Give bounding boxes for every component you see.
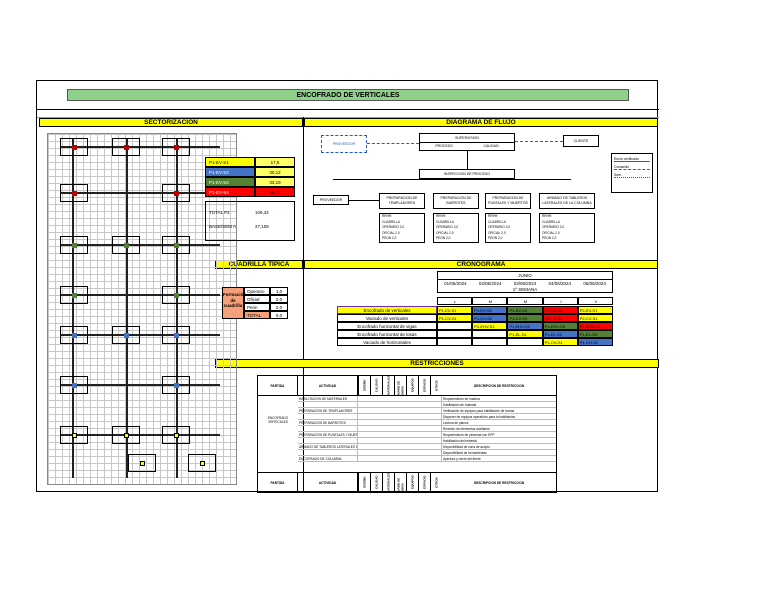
schedule-days: L M M J V [437, 297, 613, 305]
table-row: ARMADO DE TABLEROS LATERALES DE LA COLUM… [298, 444, 556, 450]
sector-row: P1-EV-S1 17,5 [205, 157, 295, 167]
crew-row: Peón 2,0 [244, 303, 288, 311]
column [60, 138, 88, 156]
column [162, 376, 190, 394]
flow-legend: Envío verificado Comando Sent [611, 153, 653, 193]
section-sectorizacion: SECTORIZACIÓN [39, 118, 303, 127]
flow-inspeccion: INSPECCION DE PROCESO [419, 169, 515, 179]
schedule-header: JUNIO 01/06/2024 02/06/2024 03/06/2024 0… [437, 271, 613, 293]
flow-crew-box: RRHH: CUADRILLA OPERARIO 2,0 OFICIAL 2,0… [539, 213, 595, 243]
table-row: Revisión de elementos auxiliares [298, 426, 556, 432]
table-row: Habilitación de material [298, 402, 556, 408]
flow-cliente: CLIENTE [563, 135, 599, 147]
column [60, 376, 88, 394]
column [112, 138, 140, 156]
section-restricciones: RESTRICCIONES [215, 359, 659, 368]
column [162, 326, 190, 344]
schedule-row: Vaciado de verticales P1-CV-S1 P1-CV-S2 … [337, 314, 613, 322]
crew-row: TOTAL 5,0 [244, 311, 288, 319]
flow-supervision: SUPERVISION PROCESO CALIDAD [419, 133, 515, 151]
column [188, 454, 216, 472]
column [60, 286, 88, 304]
column [112, 326, 140, 344]
sector-table: P1-EV-S1 17,5 P1-EV-S2 30,12 P1-EV-S3 33… [205, 157, 295, 197]
schedule-row: Encofrado horizontal de vigas P1-EHV-S1 … [337, 322, 613, 330]
schedule-row: Vaciado de horizontales P1-CH-S1 P1-CH-S… [337, 338, 613, 346]
spreadsheet-sheet: ENCOFRADO DE VERTICALES SECTORIZACIÓN DI… [36, 80, 659, 493]
flow-proveedor: PROVEEDOR [313, 195, 349, 205]
restrictions-footer-header: PARTIDA ACTIVIDAD DISEÑO CALIDAD MATERIA… [258, 472, 556, 492]
divider [37, 109, 659, 110]
section-cronograma: CRONOGRAMA [304, 260, 658, 269]
column [60, 326, 88, 344]
restrictions-header: PARTIDA ACTIVIDAD DISEÑO CALIDAD MATERIA… [258, 376, 556, 396]
table-row: Habilitación del material [298, 438, 556, 444]
flow-arrow [367, 143, 419, 144]
column [60, 184, 88, 202]
totals-box: TOTAL P2 109,42 BASE/SEM A 27,108 [205, 201, 295, 241]
restrictions-partida: ENCOFRADO VERTICALES [267, 416, 289, 424]
flow-crew-box: RRHH: CUADRILLA OPERARIO 2,0 OFICIAL 2,0… [433, 213, 479, 243]
crew-side-label: Formación de cuadrilla [222, 287, 246, 319]
column [162, 184, 190, 202]
column [112, 236, 140, 254]
total-row: TOTAL P2 109,42 [209, 210, 269, 215]
crew-row: Oficial 2,0 [244, 295, 288, 303]
divider [303, 117, 304, 493]
schedule-row: Encofrado de verticales P1-EV-S1 P1-EV-S… [337, 306, 613, 314]
sector-row: P1-EV-S2 30,12 [205, 167, 295, 177]
flow-prep-puntales: PREPARACION DE PUNTALES Y MUERTOS [485, 193, 531, 209]
table-row: Disponibilidad de herramientas [298, 450, 556, 456]
section-diagrama: DIAGRAMA DE FLUJO [304, 118, 658, 127]
page-title: ENCOFRADO DE VERTICALES [67, 89, 629, 101]
flow-armado-tableros: ARMADO DE TABLEROS LATERALES DE LA COLUM… [539, 193, 595, 209]
flow-crew-box: RRHH: CUADRILLA OPERARIO 2,0 OFICIAL 2,0… [379, 213, 425, 243]
column [60, 236, 88, 254]
column [162, 286, 190, 304]
flow-prep-templadores: PREPARACION DE TEMPLADORES [379, 193, 425, 209]
table-row: Disponer de equipos operativos para la h… [298, 414, 556, 420]
flow-prep-barrotes: PREPARACION DE BARROTES [433, 193, 479, 209]
crew-row: Operario 1,0 [244, 287, 288, 295]
sector-row: P1-EV-S3 33,19 [205, 177, 295, 187]
schedule-row: Encofrado horizontal de losas P1-EL-S1 P… [337, 330, 613, 338]
sector-row: P1-EV-S4 28,31 [205, 187, 295, 197]
column [60, 426, 88, 444]
column [162, 236, 190, 254]
flow-crew-box: RRHH: CUADRILLA OPERARIO 2,0 OFICIAL 2,0… [485, 213, 531, 243]
flow-proveedor-top: PROVEEDOR [321, 135, 367, 153]
restrictions-table: PARTIDA ACTIVIDAD DISEÑO CALIDAD MATERIA… [257, 375, 557, 493]
floor-plan [47, 133, 237, 485]
total-row: BASE/SEM A 27,108 [209, 224, 269, 229]
column [162, 138, 190, 156]
column [112, 426, 140, 444]
divider [37, 117, 659, 118]
column [128, 454, 156, 472]
column [162, 426, 190, 444]
flow-arrow [515, 141, 563, 142]
